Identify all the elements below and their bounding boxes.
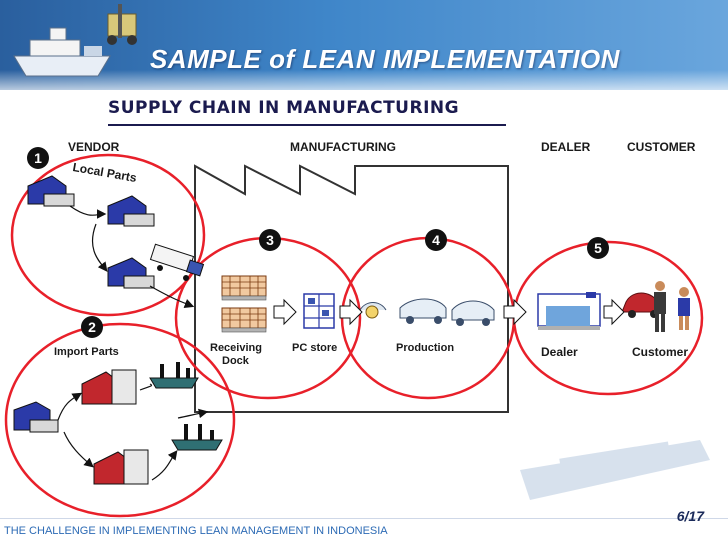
flow-arrow-2 bbox=[339, 298, 363, 326]
section-manufacturing: MANUFACTURING bbox=[290, 140, 396, 154]
label-dock: Dock bbox=[222, 355, 249, 367]
slide-subtitle: SUPPLY CHAIN IN MANUFACTURING bbox=[108, 98, 460, 118]
footer-text: THE CHALLENGE IN IMPLEMENTING LEAN MANAG… bbox=[4, 525, 388, 537]
header-fade bbox=[0, 70, 728, 100]
step-2-badge: 2 bbox=[81, 316, 103, 338]
pallet-stack-icon-1 bbox=[221, 275, 267, 301]
page-number: 6/17 bbox=[676, 508, 704, 524]
cargo-ship-icon-2 bbox=[171, 424, 223, 451]
svg-text:1: 1 bbox=[34, 150, 42, 166]
pc-store-rack-icon bbox=[303, 293, 335, 329]
label-dealer: Dealer bbox=[541, 345, 578, 359]
slide-title: SAMPLE of LEAN IMPLEMENTATION bbox=[150, 44, 620, 74]
step-4-badge: 4 bbox=[425, 229, 447, 251]
local-factory-icon-3 bbox=[107, 257, 155, 289]
forklift-icon bbox=[107, 4, 137, 45]
pallet-stack-icon-2 bbox=[221, 307, 267, 333]
step-3-badge: 3 bbox=[259, 229, 281, 251]
truck-icon bbox=[149, 243, 205, 281]
import-factory-icon-3 bbox=[13, 401, 59, 433]
ship-watermark-icon bbox=[520, 440, 710, 500]
label-customer: Customer bbox=[632, 345, 689, 359]
import-factory-icon-1 bbox=[81, 369, 137, 405]
label-pc-store: PC store bbox=[292, 342, 338, 354]
step-5-badge: 5 bbox=[587, 237, 609, 259]
circle-local-parts bbox=[10, 153, 206, 317]
svg-text:2: 2 bbox=[88, 319, 96, 335]
local-factory-icon-1 bbox=[27, 175, 75, 207]
step-1-badge: 1 bbox=[27, 147, 49, 169]
subtitle-underline bbox=[108, 124, 506, 126]
production-line-icon bbox=[359, 298, 495, 326]
flow-arrow-4 bbox=[603, 298, 625, 326]
label-production: Production bbox=[396, 342, 455, 354]
svg-text:3: 3 bbox=[266, 232, 274, 248]
circle-import-parts bbox=[4, 322, 236, 518]
svg-text:4: 4 bbox=[432, 232, 440, 248]
local-factory-icon-2 bbox=[107, 195, 155, 227]
import-factory-icon-2 bbox=[93, 449, 149, 485]
svg-text:5: 5 bbox=[594, 240, 602, 256]
customer-people-icon bbox=[654, 281, 690, 332]
section-vendor: VENDOR bbox=[68, 140, 120, 154]
section-dealer: DEALER bbox=[541, 140, 591, 154]
ship-icon bbox=[13, 27, 111, 77]
flow-arrow-3 bbox=[503, 298, 527, 326]
dealer-building-icon bbox=[537, 292, 601, 330]
label-receiving: Receiving bbox=[210, 342, 262, 354]
label-import-parts: Import Parts bbox=[54, 346, 119, 358]
flow-arrow-1 bbox=[273, 298, 297, 326]
cargo-ship-icon-1 bbox=[149, 362, 199, 389]
section-customer: CUSTOMER bbox=[627, 140, 696, 154]
factory-outline bbox=[194, 164, 509, 413]
